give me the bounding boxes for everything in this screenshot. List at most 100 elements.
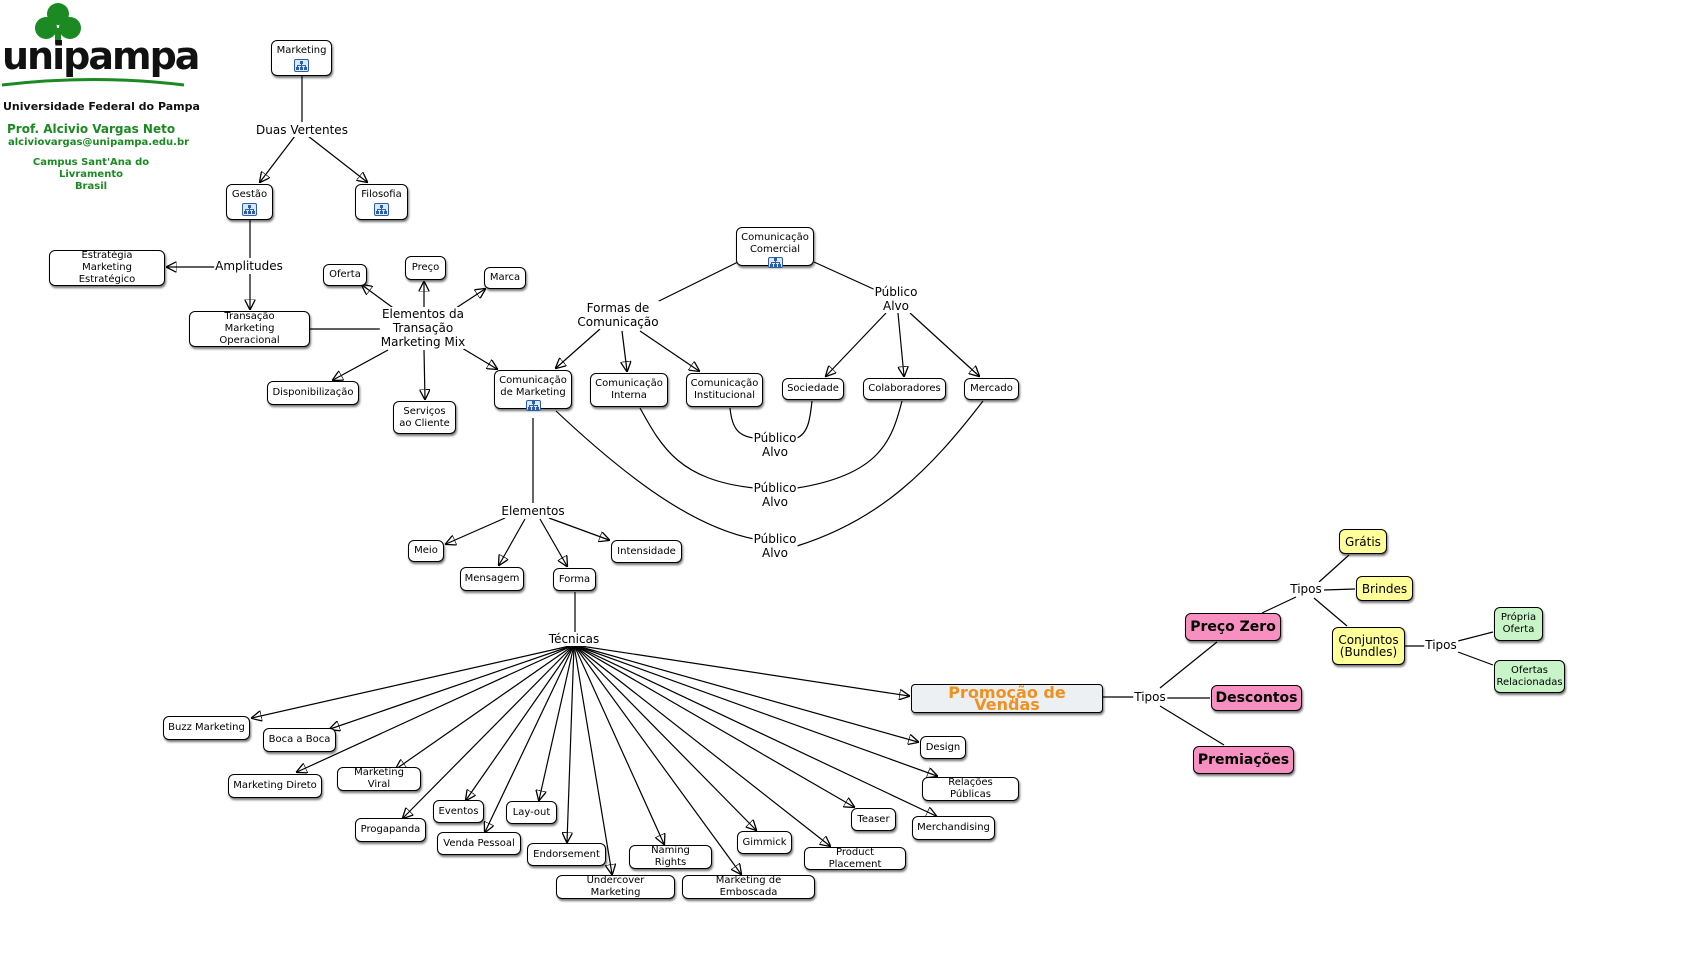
concept-premiacoes[interactable]: Premiações <box>1193 746 1294 774</box>
submap-link-icon[interactable] <box>242 203 257 216</box>
concept-intensidade[interactable]: Intensidade <box>611 540 682 563</box>
edge-tecnicas-venda <box>485 644 575 832</box>
submap-link-icon[interactable] <box>294 59 309 72</box>
edge-publico-2-colaboradores <box>796 400 903 489</box>
concept-colaboradores[interactable]: Colaboradores <box>863 378 946 400</box>
edge-interna-publico-2 <box>639 407 755 489</box>
edge-tecnicas-emboscada <box>573 644 741 874</box>
concept-servicos[interactable]: Serviços ao Cliente <box>393 401 456 434</box>
edge-publico-mercado <box>909 312 979 376</box>
concept-filosofia[interactable]: Filosofia <box>355 184 408 220</box>
concept-design[interactable]: Design <box>920 736 966 759</box>
concept-teaser[interactable]: Teaser <box>851 808 896 831</box>
edge-elementos-meio <box>446 517 506 544</box>
university-name: Universidade Federal do Pampa <box>3 100 200 113</box>
concept-lay-out[interactable]: Lay-out <box>506 801 557 824</box>
edge-publico-colaboradores <box>897 312 904 376</box>
concept-product-placement[interactable]: Product Placement <box>804 847 906 870</box>
concept-propria-oferta[interactable]: Própria Oferta <box>1494 607 1543 641</box>
edge-vertentes-filosofia <box>307 135 367 182</box>
concept-merchandising[interactable]: Merchandising <box>912 816 995 840</box>
concept-eventos[interactable]: Eventos <box>433 800 484 823</box>
edge-tecnicas-naming <box>573 644 664 844</box>
unipampa-logo-icon <box>35 3 81 44</box>
edge-tecnicas-boca <box>330 644 575 729</box>
concept-marketing-viral[interactable]: Marketing Viral <box>337 767 421 791</box>
concept-mercado[interactable]: Mercado <box>964 378 1019 400</box>
concept-transacao[interactable]: Transação Marketing Operacional <box>189 311 310 347</box>
edge-tipos-conjuntos <box>1313 597 1348 627</box>
linking-phrase-formas-comunicacao: Formas de Comunicação <box>576 301 660 329</box>
concept-undercover-marketing[interactable]: Undercover Marketing <box>556 875 675 899</box>
submap-link-icon[interactable] <box>767 257 783 268</box>
edge-formas-com-marketing <box>556 328 601 368</box>
concept-marca[interactable]: Marca <box>484 267 526 289</box>
concept-promocao-de-vendas[interactable]: Promoção de Vendas <box>911 684 1103 713</box>
edge-tipos-premiacoes <box>1159 705 1225 746</box>
linking-phrase-duas-vertentes: Duas Vertentes <box>255 123 349 137</box>
concept-buzz-marketing[interactable]: Buzz Marketing <box>163 716 250 740</box>
edge-elementos-com-marketing <box>461 347 497 369</box>
concept-preco[interactable]: Preço <box>405 256 446 280</box>
concept-relacoes-publicas[interactable]: Relações Públicas <box>922 777 1019 801</box>
concept-descontos[interactable]: Descontos <box>1211 685 1302 711</box>
edge-tipos-gratis <box>1318 554 1350 583</box>
linking-phrase-tecnicas: Técnicas <box>547 632 601 646</box>
edge-publico-3-mercado <box>796 400 984 547</box>
edge-elementos-mensagem <box>499 518 526 565</box>
concept-meio[interactable]: Meio <box>408 540 444 562</box>
concept-comunicacao-marketing[interactable]: Comunicação de Marketing <box>494 370 572 411</box>
concept-progapanda[interactable]: Progapanda <box>355 818 426 842</box>
submap-link-icon[interactable] <box>525 400 541 411</box>
concept-oferta[interactable]: Oferta <box>323 264 367 286</box>
linking-phrase-tipos-conjuntos: Tipos <box>1424 638 1458 652</box>
brand-swoosh <box>1 78 185 87</box>
concept-endorsement[interactable]: Endorsement <box>527 843 606 866</box>
concept-disponibilizacao[interactable]: Disponibilização <box>267 381 359 405</box>
submap-link-icon[interactable] <box>374 203 389 216</box>
edge-elementos-marca <box>452 289 485 311</box>
edge-preco-zero-tipos <box>1261 596 1297 614</box>
edge-tecnicas-merchandising <box>573 644 936 816</box>
concept-marketing-direto[interactable]: Marketing Direto <box>228 774 322 798</box>
concept-estrategia[interactable]: Estratégia Marketing Estratégico <box>49 250 165 286</box>
edge-elementos-forma <box>539 518 567 566</box>
edge-tecnicas-layout <box>539 644 575 800</box>
linking-phrase-elementos: Elementos <box>500 504 566 518</box>
concept-preco-zero[interactable]: Preço Zero <box>1185 613 1281 641</box>
concept-ofertas-relacionadas[interactable]: Ofertas Relacionadas <box>1494 660 1565 693</box>
concept-gimmick[interactable]: Gimmick <box>737 831 792 854</box>
edge-tecnicas-teaser <box>573 644 854 807</box>
concept-venda-pessoal[interactable]: Venda Pessoal <box>437 832 521 855</box>
campus-line-1: Campus Sant'Ana do Livramento <box>32 157 150 180</box>
concept-forma[interactable]: Forma <box>553 568 596 591</box>
edge-publico-sociedade <box>826 312 887 376</box>
concept-brindes[interactable]: Brindes <box>1356 576 1413 601</box>
edge-tipos-propria <box>1457 631 1494 642</box>
edge-tecnicas-promocao <box>573 644 909 696</box>
concept-comunicacao-institucional[interactable]: Comunicação Institucional <box>686 373 763 407</box>
concept-comunicacao-interna[interactable]: Comunicação Interna <box>590 373 668 407</box>
concept-comunicacao-comercial[interactable]: Comunicação Comercial <box>736 227 814 268</box>
concept-sociedade[interactable]: Sociedade <box>782 378 844 400</box>
concept-mensagem[interactable]: Mensagem <box>460 567 524 591</box>
concept-gratis[interactable]: Grátis <box>1339 529 1387 554</box>
concept-boca-a-boca[interactable]: Boca a Boca <box>263 728 336 752</box>
linking-phrase-tipos-promocao: Tipos <box>1133 690 1167 704</box>
edge-tecnicas-direto <box>297 644 575 772</box>
concept-gestao[interactable]: Gestão <box>226 184 273 220</box>
linking-phrase-publico-alvo-top: Público Alvo <box>873 285 919 313</box>
concept-naming-rights[interactable]: Naming Rights <box>629 845 712 869</box>
edge-formas-interna <box>622 330 627 371</box>
edge-tecnicas-endorsement <box>567 644 575 842</box>
linking-phrase-publico-alvo-2: Público Alvo <box>752 481 798 509</box>
edge-tecnicas-viral <box>396 644 575 769</box>
concept-marketing[interactable]: Marketing <box>271 40 332 76</box>
edge-tipos-brindes <box>1323 588 1356 591</box>
concept-conjuntos-bundles[interactable]: Conjuntos (Bundles) <box>1332 627 1405 665</box>
professor-name: Prof. Alcivio Vargas Neto <box>7 122 176 136</box>
concept-marketing-de-emboscada[interactable]: Marketing de Emboscada <box>682 875 815 899</box>
edge-vertentes-gestao <box>260 135 296 182</box>
